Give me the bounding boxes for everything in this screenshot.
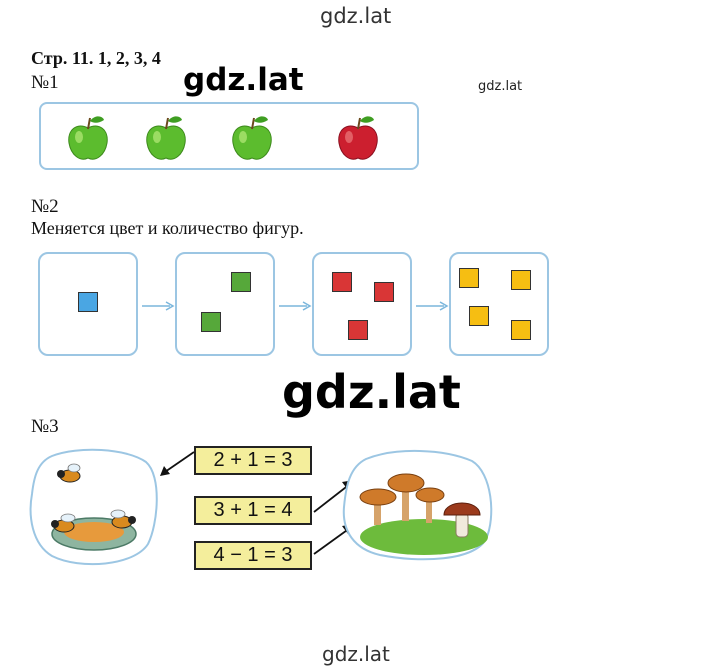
- red-apple-icon: [338, 116, 378, 160]
- mushrooms-icon: [342, 449, 493, 561]
- bees-on-plate-icon: [29, 448, 158, 566]
- equation-box: 4 − 1 = 3: [194, 541, 312, 570]
- blue-square: [78, 292, 98, 312]
- task-2-description: Меняется цвет и количество фигур.: [31, 218, 304, 238]
- red-square: [332, 272, 352, 292]
- arrow-right-icon: [279, 301, 312, 311]
- red-square: [374, 282, 394, 302]
- yellow-square: [511, 270, 531, 290]
- arrow-right-icon: [416, 301, 449, 311]
- sequence-frame-2: [175, 252, 275, 356]
- arrow-to-bees-icon: [160, 451, 195, 476]
- task-3-number: №3: [31, 416, 59, 437]
- watermark-small: gdz.lat: [478, 79, 523, 94]
- green-square: [201, 312, 221, 332]
- equation-box: 3 + 1 = 4: [194, 496, 312, 525]
- sequence-frame-4: [449, 252, 549, 356]
- task-1-number: №1: [31, 72, 59, 93]
- arrow-right-icon: [142, 301, 175, 311]
- green-apple-icon: [68, 116, 108, 160]
- green-square: [231, 272, 251, 292]
- yellow-square: [469, 306, 489, 326]
- sequence-frame-3: [312, 252, 412, 356]
- green-apple-icon: [146, 116, 186, 160]
- watermark-top: gdz.lat: [320, 4, 392, 28]
- sequence-frame-1: [38, 252, 138, 356]
- equation-box: 2 + 1 = 3: [194, 446, 312, 475]
- watermark-mid-left: gdz.lat: [183, 62, 304, 98]
- yellow-square: [459, 268, 479, 288]
- yellow-square: [511, 320, 531, 340]
- watermark-bottom: gdz.lat: [322, 642, 390, 666]
- red-square: [348, 320, 368, 340]
- task-2-number: №2: [31, 196, 59, 217]
- apples-frame: [39, 102, 419, 170]
- watermark-big: gdz.lat: [282, 365, 461, 419]
- page-reference: Стр. 11. 1, 2, 3, 4: [31, 48, 161, 68]
- green-apple-icon: [232, 116, 272, 160]
